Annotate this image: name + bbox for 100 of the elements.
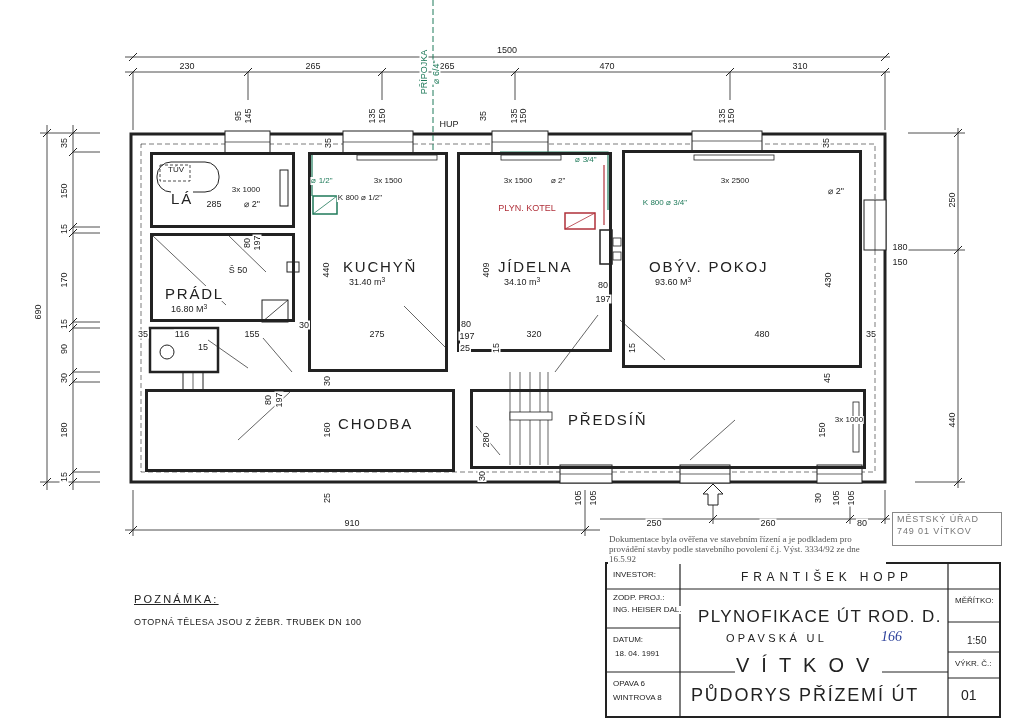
dimension-label: 150 <box>59 182 69 200</box>
dimension-label: 15 <box>59 318 69 330</box>
annotation: TÚV <box>167 166 185 174</box>
dimension-label: 1500 <box>496 45 518 55</box>
dimension-label: 135 <box>717 107 727 125</box>
dimension-label: 310 <box>791 61 809 71</box>
dimension-label: 105 <box>831 489 841 507</box>
title-block-text: ZODP. PROJ.: <box>612 594 666 602</box>
stamp-text: 749 01 VÍTKOV <box>896 525 973 537</box>
dimension-label: 409 <box>481 261 491 279</box>
dimension-label: 250 <box>947 191 957 209</box>
dimension-label: 150 <box>891 257 909 267</box>
dimension-label: 910 <box>343 518 361 528</box>
dimension-label: 440 <box>321 261 331 279</box>
dimension-label: 30 <box>59 372 69 384</box>
dimension-label: 320 <box>525 329 543 339</box>
room-volume: 16.80 M$^{3}$ <box>171 305 208 314</box>
dimension-label: 35 <box>59 137 69 149</box>
dimension-label: 15 <box>59 471 69 483</box>
dimension-label: 150 <box>817 421 827 439</box>
dimension-label: 80 <box>856 518 868 528</box>
dimension-label: 145 <box>243 107 253 125</box>
dimension-label: 15 <box>197 342 209 352</box>
dimension-label: 230 <box>178 61 196 71</box>
annotation: PLYN. KOTEL <box>497 203 557 213</box>
dimension-label: 260 <box>759 518 777 528</box>
room-name: CHODBA <box>338 416 413 431</box>
dimension-label: 197 <box>458 331 476 341</box>
dimension-label: 180 <box>891 242 909 252</box>
dimension-label: 30 <box>298 320 310 330</box>
dimension-label: 135 <box>509 107 519 125</box>
dimension-label: 80 <box>242 237 252 249</box>
annotation: Š 50 <box>227 265 249 275</box>
dimension-label: 180 <box>59 421 69 439</box>
annotation: 3x 2500 <box>719 177 751 185</box>
dimension-label: 470 <box>598 61 616 71</box>
title-block-text: OPAVA 6 <box>612 680 646 688</box>
dimension-label: 440 <box>947 411 957 429</box>
title-block-text: WINTROVA 8 <box>612 694 663 702</box>
dimension-label: 170 <box>59 271 69 289</box>
dimension-label: 285 <box>205 199 223 209</box>
dimension-label: 30 <box>322 375 332 387</box>
title-block-text: DATUM: <box>612 636 645 644</box>
dimension-label: 15 <box>59 223 69 235</box>
room-volume: 31.40 m$^{3}$ <box>349 278 386 287</box>
annotation: 3x 1500 <box>372 177 404 185</box>
room-name: PRÁDL <box>165 286 225 301</box>
room-name: OBÝV. POKOJ <box>649 259 769 274</box>
dimension-label: 15 <box>627 342 637 354</box>
note: OTOPNÁ TĚLESA JSOU Z ŽEBR. TRUBEK DN 100 <box>133 618 363 627</box>
stamp <box>892 512 1002 546</box>
stamp-text: MĚSTSKÝ ÚŘAD <box>896 513 980 525</box>
annotation: ⌀ 3/4" <box>574 156 598 164</box>
dimension-label: 45 <box>822 372 832 384</box>
annotation: K 800 ⌀ 1/2" <box>336 194 384 202</box>
title-block-text: 166 <box>880 630 903 644</box>
annotation: ⌀ 2" <box>243 199 261 209</box>
dimension-label: 105 <box>573 489 583 507</box>
dimension-label: 250 <box>645 518 663 528</box>
dimension-label: 690 <box>33 303 43 321</box>
dimension-label: 430 <box>823 271 833 289</box>
note: Dokumentace byla ověřena ve stavebním řízení a je podkladem pro provádění stavby podle stavebního povolení č.j. Výst. 3334/92 ze dne 16.5.92 <box>608 534 886 564</box>
title-block-text: ING. HEISER DAL. <box>612 606 683 614</box>
dimension-label: 15 <box>491 342 501 354</box>
dimension-label: 105 <box>588 489 598 507</box>
annotation: 3x 1000 <box>230 186 262 194</box>
room-outline <box>470 389 866 469</box>
room-name: PŘEDSÍŇ <box>568 412 648 427</box>
title-block-text: INVESTOR: <box>612 571 657 579</box>
dimension-label: 25 <box>459 343 471 353</box>
dimension-label: 105 <box>846 489 856 507</box>
dimension-label: 35 <box>478 110 488 122</box>
title-block-text: 1:50 <box>966 636 988 646</box>
annotation: HUP <box>438 119 460 129</box>
annotation: K 800 ⌀ 3/4" <box>641 199 689 207</box>
annotation: PŘÍPOJKA <box>419 48 429 96</box>
room-outline <box>150 233 295 322</box>
dimension-label: 150 <box>726 107 736 125</box>
dimension-label: 80 <box>460 319 472 329</box>
dimension-label: 25 <box>322 492 332 504</box>
room-outline <box>150 152 295 228</box>
note-heading: POZNÁMKA: <box>133 594 220 605</box>
title-block-text: 18. 04. 1991 <box>614 650 661 658</box>
title-block-text: 01 <box>960 688 978 702</box>
title-block-text: VÍTKOV <box>735 655 883 675</box>
dimension-label: 135 <box>367 107 377 125</box>
dimension-label: 160 <box>322 421 332 439</box>
dimension-label: 275 <box>368 329 386 339</box>
dimension-label: 30 <box>477 470 487 482</box>
dimension-label: 116 <box>173 329 191 339</box>
dimension-label: 150 <box>377 107 387 125</box>
title-block-text: MĚŘÍTKO: <box>954 597 995 605</box>
dimension-label: 155 <box>243 329 261 339</box>
dimension-label: 80 <box>597 280 609 290</box>
dimension-label: 95 <box>233 110 243 122</box>
room-volume: 93.60 M$^{3}$ <box>655 278 692 287</box>
room-volume: 34.10 m$^{3}$ <box>504 278 541 287</box>
annotation: ⌀ 1/2" <box>310 177 334 185</box>
dimension-label: 265 <box>304 61 322 71</box>
room-name: LÁ <box>171 191 193 206</box>
